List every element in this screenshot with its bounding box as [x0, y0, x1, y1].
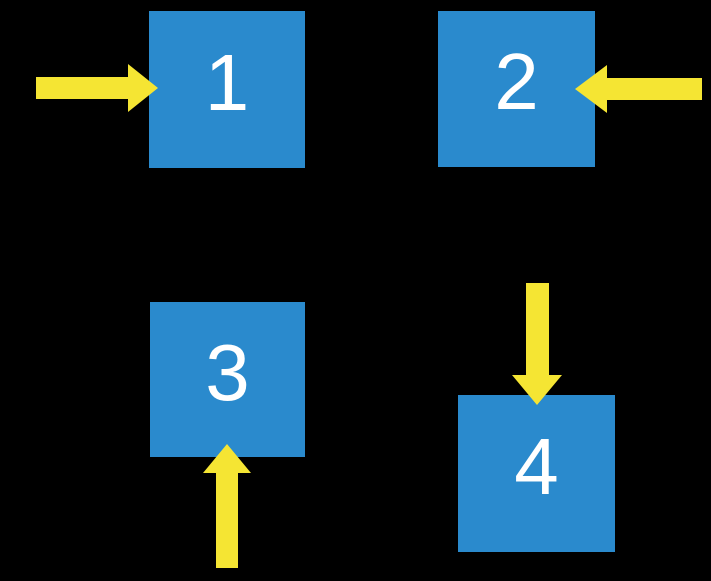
box-1: 1 — [149, 11, 305, 168]
arrow-right-icon — [36, 64, 158, 112]
box-3-label: 3 — [205, 327, 250, 417]
box-3: 3 — [150, 302, 305, 457]
box-4-label: 4 — [514, 421, 559, 511]
arrow-up-icon — [203, 444, 251, 568]
box-1-label: 1 — [204, 37, 250, 127]
arrow-down-icon — [512, 283, 562, 405]
box-2: 2 — [438, 11, 595, 167]
box-4: 4 — [458, 395, 615, 552]
box-2-label: 2 — [494, 37, 539, 126]
arrow-left-icon — [575, 65, 702, 113]
